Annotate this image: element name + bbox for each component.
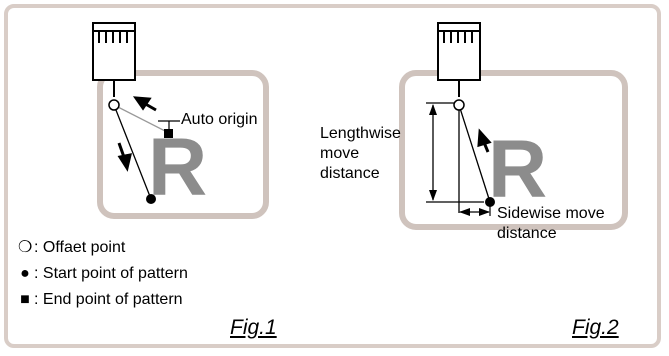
start-point-2: [485, 197, 495, 207]
figure-2-caption: Fig.2: [572, 316, 619, 339]
legend-offset-text: : Offaet point: [34, 239, 126, 256]
pattern-outline-2: [399, 70, 628, 230]
figure-2: R: [399, 22, 628, 230]
pattern-outline-1: [97, 70, 269, 219]
sidewise-arrow-left: [459, 208, 470, 216]
open-circle-icon: ❍: [18, 239, 33, 256]
arrow-down-1: [117, 142, 132, 172]
offset-point-2: [453, 99, 465, 111]
auto-origin-label: Auto origin: [181, 111, 258, 128]
path-line-to-start: [113, 104, 152, 200]
hoop-head-icon-2: [437, 22, 481, 97]
legend-end-text: : End point of pattern: [34, 291, 183, 308]
figure-1-caption: Fig.1: [230, 316, 277, 339]
sidewise-arrow-right: [479, 208, 490, 216]
legend-end-point: ■: End point of pattern: [18, 290, 183, 309]
sidewise-label: Sidewise move distance: [497, 205, 605, 242]
filled-circle-icon: ●: [20, 265, 30, 282]
start-point-1: [146, 194, 156, 204]
path-line-to-end: [113, 104, 170, 134]
arrow-up-2: [477, 128, 492, 153]
outer-frame: [4, 4, 661, 348]
hoop-head-icon: [92, 22, 136, 97]
diagonal-path: [458, 104, 491, 203]
figure-1: R: [92, 22, 269, 219]
lengthwise-arrow-bottom: [429, 190, 437, 201]
end-point-1: [164, 129, 173, 138]
legend-start-point: ●: Start point of pattern: [18, 264, 188, 283]
arrow-up-left-1: [132, 96, 157, 112]
filled-square-icon: ■: [20, 291, 30, 308]
lengthwise-label: Lengthwise move distance: [320, 125, 401, 182]
legend-offset-point: ❍: Offaet point: [18, 238, 125, 257]
legend-start-text: : Start point of pattern: [34, 265, 188, 282]
lengthwise-arrow-top: [429, 104, 437, 115]
letter-r-2: R: [488, 124, 547, 215]
offset-point-1: [108, 99, 120, 111]
letter-r-1: R: [148, 122, 207, 213]
